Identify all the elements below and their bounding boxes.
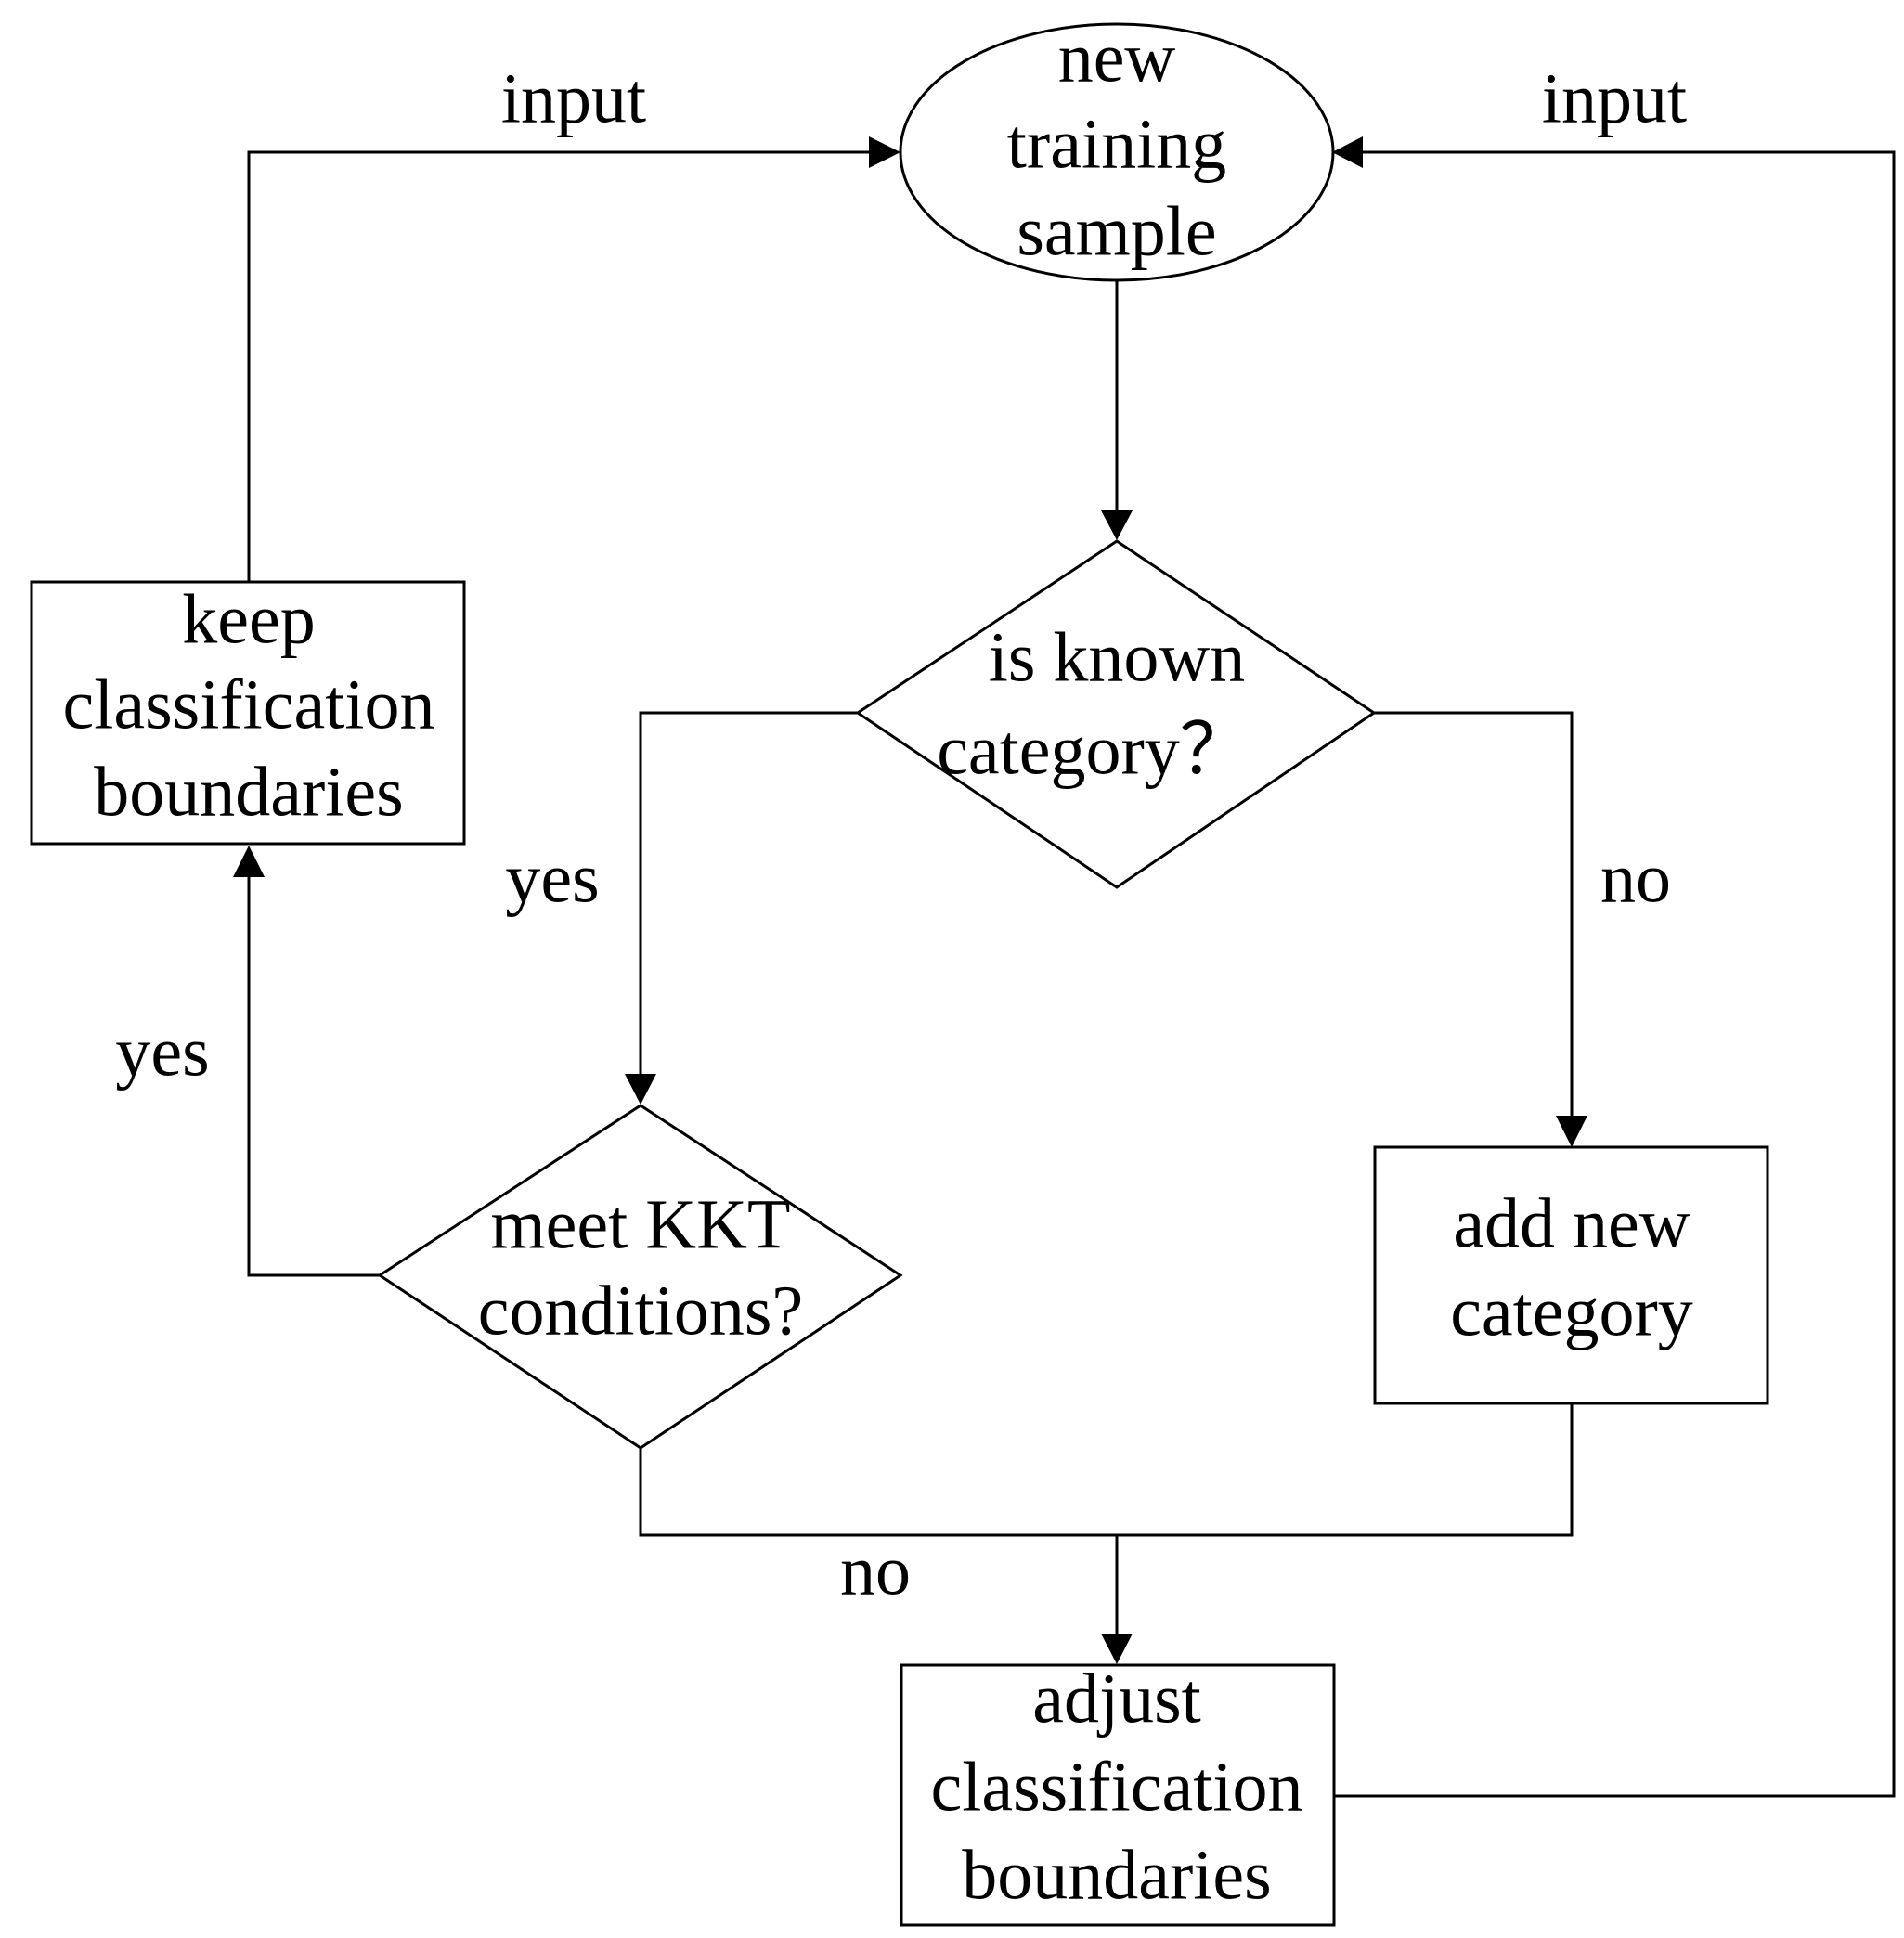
node-add-line-1: add new — [1453, 1184, 1690, 1262]
edge-label-input-left: input — [501, 59, 646, 137]
node-start-line-2: training — [1007, 105, 1226, 183]
node-kkt-line-2: conditions? — [478, 1272, 803, 1350]
kkt-decision-diamond — [377, 1104, 903, 1450]
node-keep-line-2: classification — [63, 665, 435, 743]
connectors — [233, 136, 1896, 1798]
edge-label-known-yes: yes — [505, 839, 599, 917]
edge-known-no-to-add — [1374, 711, 1574, 1118]
node-adjust-line-2: classification — [931, 1748, 1303, 1826]
add-category-process-box — [1373, 1145, 1769, 1405]
arrowhead-sample-left — [869, 136, 900, 168]
node-new-training-sample: new training sample — [899, 19, 1335, 282]
node-adjust-line-3: boundaries — [962, 1836, 1271, 1914]
node-add-new-category: add new category — [1373, 1145, 1769, 1405]
known-decision-diamond — [855, 539, 1377, 889]
edge-keep-to-sample — [247, 150, 874, 582]
edge-labels: input input yes no yes no — [115, 59, 1687, 1609]
edge-kkt-no-merge — [639, 1404, 1574, 1537]
edge-label-input-right: input — [1542, 59, 1687, 137]
adjust-process-box — [900, 1663, 1336, 1927]
node-keep-line-1: keep — [182, 580, 315, 658]
arrowhead-known — [1101, 510, 1133, 540]
node-keep-classification-boundaries: keep classification boundaries — [30, 580, 466, 846]
edge-label-kkt-no: no — [840, 1531, 911, 1609]
keep-process-box — [30, 580, 466, 846]
node-keep-line-3: boundaries — [94, 753, 403, 831]
node-is-known-category: is known category？ — [855, 539, 1377, 889]
node-start-line-3: sample — [1017, 192, 1216, 270]
edge-label-kkt-yes: yes — [115, 1013, 209, 1091]
node-start-line-1: new — [1058, 19, 1176, 97]
arrowhead-sample-right — [1332, 136, 1363, 168]
node-kkt-line-1: meet KKT — [491, 1185, 791, 1263]
edge-adjust-to-sample — [1334, 150, 1896, 1798]
arrowhead-add — [1556, 1116, 1587, 1147]
node-known-line-1: is known — [989, 618, 1246, 696]
edge-label-known-no: no — [1600, 839, 1671, 917]
node-adjust-classification-boundaries: adjust classification boundaries — [900, 1660, 1336, 1927]
arrowhead-kkt — [625, 1074, 656, 1105]
edge-known-yes-to-kkt — [639, 711, 858, 1077]
node-meet-kkt-conditions: meet KKT conditions? — [377, 1104, 903, 1450]
node-add-line-2: category — [1450, 1273, 1693, 1350]
node-adjust-line-1: adjust — [1032, 1660, 1201, 1738]
start-ellipse — [899, 22, 1335, 282]
node-known-line-2: category？ — [937, 711, 1250, 789]
arrowhead-adjust — [1101, 1634, 1133, 1664]
arrowhead-keep — [233, 846, 265, 877]
edge-kkt-yes-to-keep — [247, 874, 380, 1277]
